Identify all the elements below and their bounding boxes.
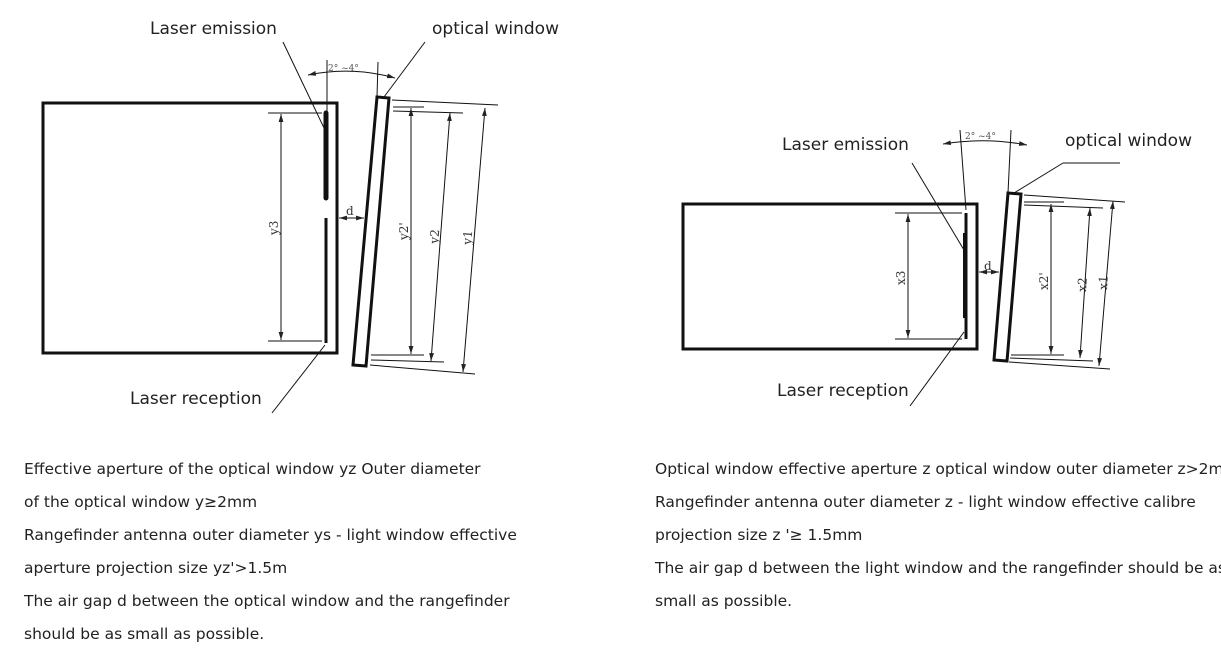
y2-dimension	[429, 112, 452, 362]
left-diagram	[41, 41, 499, 414]
optical-window-label: optical window	[1065, 131, 1192, 151]
right-description: Optical window effective aperture z opti…	[655, 453, 1221, 618]
left-text-line: Rangefinder antenna outer diameter ys - …	[24, 526, 517, 544]
left-text-line: of the optical window y≥2mm	[24, 493, 258, 511]
angle-label: 2° ~4°	[328, 64, 359, 74]
y1-label: y1	[460, 230, 475, 247]
left-text-line: should be as small as possible.	[24, 625, 265, 643]
y2-label: y2	[427, 229, 442, 246]
rangefinder-body	[681, 202, 979, 351]
x2-label: x2	[1075, 277, 1090, 292]
left-description: Effective aperture of the optical window…	[24, 453, 517, 651]
right-text-line: projection size z '≥ 1.5mm	[655, 526, 863, 544]
angle-arc	[942, 140, 1028, 146]
right-diagram	[681, 129, 1126, 407]
optical-window-label: optical window	[432, 19, 559, 39]
right-text-line: small as possible.	[655, 592, 793, 610]
right-text-line: The air gap d between the light window a…	[655, 559, 1221, 577]
left-text-line: Effective aperture of the optical window…	[24, 460, 481, 478]
laser-emission-label: Laser emission	[782, 135, 909, 155]
right-text-line: Rangefinder antenna outer diameter z - l…	[655, 493, 1196, 511]
x3-label: x3	[894, 271, 908, 285]
x2p-label: x2'	[1037, 272, 1051, 290]
left-text-line: The air gap d between the optical window…	[24, 592, 510, 610]
laser-emission-label: Laser emission	[150, 19, 277, 39]
x1-dimension	[1097, 200, 1115, 367]
x2-dimension	[1078, 207, 1092, 359]
gap-label: d	[346, 204, 354, 218]
laser-reception-label: Laser reception	[130, 389, 262, 409]
angle-arc	[307, 70, 396, 79]
gap-label: d	[984, 259, 992, 273]
angle-label: 2° ~4°	[965, 132, 996, 142]
optical-window	[992, 191, 1023, 363]
y2p-label: y2'	[397, 222, 411, 241]
optical-window	[351, 95, 391, 368]
right-text-line: Optical window effective aperture z opti…	[655, 460, 1221, 478]
y3-label: y3	[267, 221, 281, 236]
x1-label: x1	[1096, 275, 1111, 290]
rangefinder-body	[41, 101, 339, 355]
y1-dimension	[461, 107, 487, 373]
laser-reception-label: Laser reception	[777, 381, 909, 401]
left-text-line: aperture projection size yz'>1.5m	[24, 559, 288, 577]
